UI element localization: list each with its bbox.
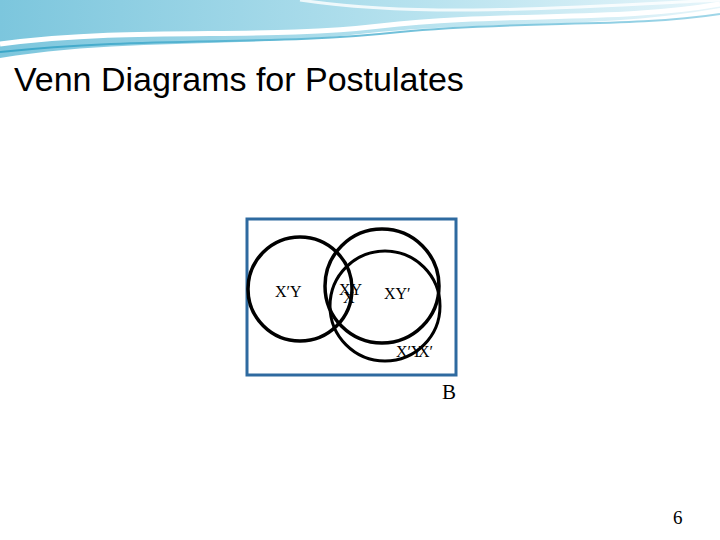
region-label: X′ <box>418 344 433 360</box>
region-label: X′Y <box>275 284 302 300</box>
region-label: X <box>343 290 355 306</box>
venn-circle <box>330 251 440 361</box>
header-line <box>0 14 720 52</box>
slide-title: Venn Diagrams for Postulates <box>14 62 464 96</box>
universe-box <box>247 219 456 375</box>
header-stripe <box>0 4 720 44</box>
region-label: XY′ <box>384 286 411 302</box>
venn-circle <box>325 229 439 343</box>
page-number: 6 <box>673 508 683 527</box>
set-name: B <box>442 382 456 403</box>
header-highlight <box>300 0 720 10</box>
header-wave <box>0 0 720 58</box>
